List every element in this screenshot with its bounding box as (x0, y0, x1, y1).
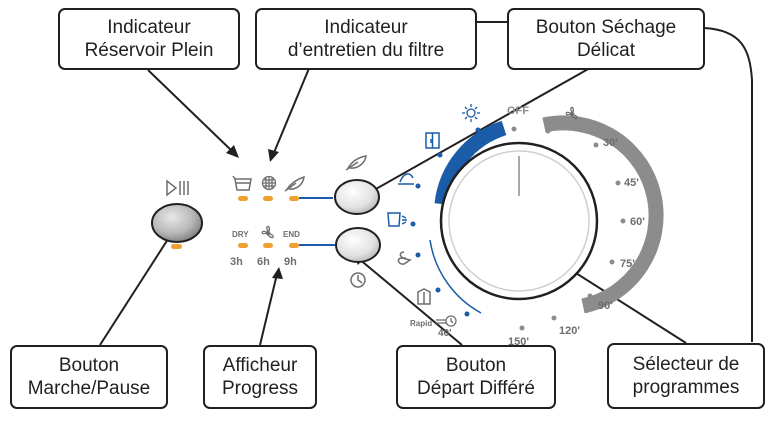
reservoir-led (238, 196, 248, 201)
time-60: 60' (630, 216, 645, 228)
iron-dry-icon (398, 173, 414, 185)
delay-9h: 9h (284, 256, 297, 268)
callout-filter-maintenance: Indicateur d’entretien du filtre (255, 8, 477, 70)
progress-stage-labels: DRY END (232, 230, 300, 239)
rapid-clock-icon (436, 315, 457, 327)
leader-progress (259, 273, 278, 346)
arrow-filter (268, 149, 279, 162)
callout-start-line1: Bouton (58, 355, 120, 376)
callout-delicate-line2: Délicat (576, 40, 636, 61)
delicate-feather-icon (345, 155, 367, 171)
callout-progress-display: Afficheur Progress (203, 345, 317, 409)
delay-start-button[interactable] (335, 227, 381, 263)
progress-led-3 (289, 243, 299, 248)
knob-ring (448, 150, 590, 292)
leader-start (99, 235, 171, 346)
leader-right (703, 27, 753, 342)
delay-hours: 3h 6h 9h (230, 256, 297, 268)
leader-delay (357, 257, 463, 346)
callout-filter-line1: Indicateur (324, 17, 408, 38)
callout-delicate-line1: Bouton Séchage (535, 17, 677, 38)
delay-3h: 3h (230, 256, 243, 268)
start-pause-symbol (166, 179, 189, 197)
callout-delay-line1: Bouton (445, 355, 507, 376)
off-label: OFF (507, 105, 529, 117)
callout-progress-line2: Progress (221, 378, 299, 399)
cool-fan-icon (261, 225, 274, 239)
time-30: 30' (603, 137, 618, 149)
delicate-led (289, 196, 299, 201)
leader-reservoir (147, 69, 234, 153)
callout-filter-line2: d’entretien du filtre (287, 40, 445, 61)
reservoir-full-icon (232, 175, 252, 191)
arrow-progress (272, 267, 283, 279)
callout-start-pause: Bouton Marche/Pause (10, 345, 168, 409)
rapid-label: Rapid (410, 319, 432, 328)
shoes-icon (397, 251, 412, 265)
rapid-arc (429, 239, 482, 314)
stage-end: END (283, 230, 300, 239)
filter-led (263, 196, 273, 201)
callout-reservoir-full: Indicateur Réservoir Plein (58, 8, 240, 70)
program-dots (410, 126, 626, 331)
progress-led-2 (263, 243, 273, 248)
time-marks: 30' 45' 60' 75' 90' 120' 150' (508, 137, 645, 348)
time-program-arc (542, 115, 664, 314)
time-90: 90' (598, 300, 613, 312)
callout-selector-line1: Sélecteur de (632, 354, 740, 375)
delicate-dry-button[interactable] (334, 179, 380, 215)
feather-icon (284, 175, 305, 192)
callout-delay-line2: Départ Différé (417, 378, 535, 399)
callout-progress-line1: Afficheur (222, 355, 298, 376)
arrow-reservoir (226, 145, 239, 158)
callout-reservoir-line2: Réservoir Plein (84, 40, 214, 61)
rapid-value: 40' (438, 328, 452, 339)
sun-icon (462, 104, 480, 122)
callout-delicate-dry: Bouton Séchage Délicat (507, 8, 705, 70)
callout-selector-line2: programmes (632, 377, 740, 398)
program-selector-knob[interactable] (439, 141, 599, 301)
wardrobe-icon (425, 132, 440, 149)
progress-led-1 (238, 243, 248, 248)
start-pause-led (171, 244, 182, 249)
filter-maintenance-icon (261, 175, 277, 191)
shirts-icon (417, 288, 431, 305)
callout-delay-start: Bouton Départ Différé (396, 345, 556, 409)
start-pause-button[interactable] (151, 203, 203, 243)
time-45: 45' (624, 177, 639, 189)
time-120: 120' (559, 325, 580, 337)
callout-program-selector: Sélecteur de programmes (607, 343, 765, 409)
auto-dry-arc (434, 120, 507, 206)
leader-filter (272, 65, 311, 156)
jeans-icon (387, 212, 407, 227)
clock-icon (350, 272, 366, 288)
stage-dry: DRY (232, 230, 249, 239)
time-75: 75' (620, 258, 635, 270)
callout-reservoir-line1: Indicateur (107, 17, 191, 38)
cool-fan-dial-icon (565, 106, 578, 120)
delay-6h: 6h (257, 256, 270, 268)
callout-start-line2: Marche/Pause (27, 378, 151, 399)
